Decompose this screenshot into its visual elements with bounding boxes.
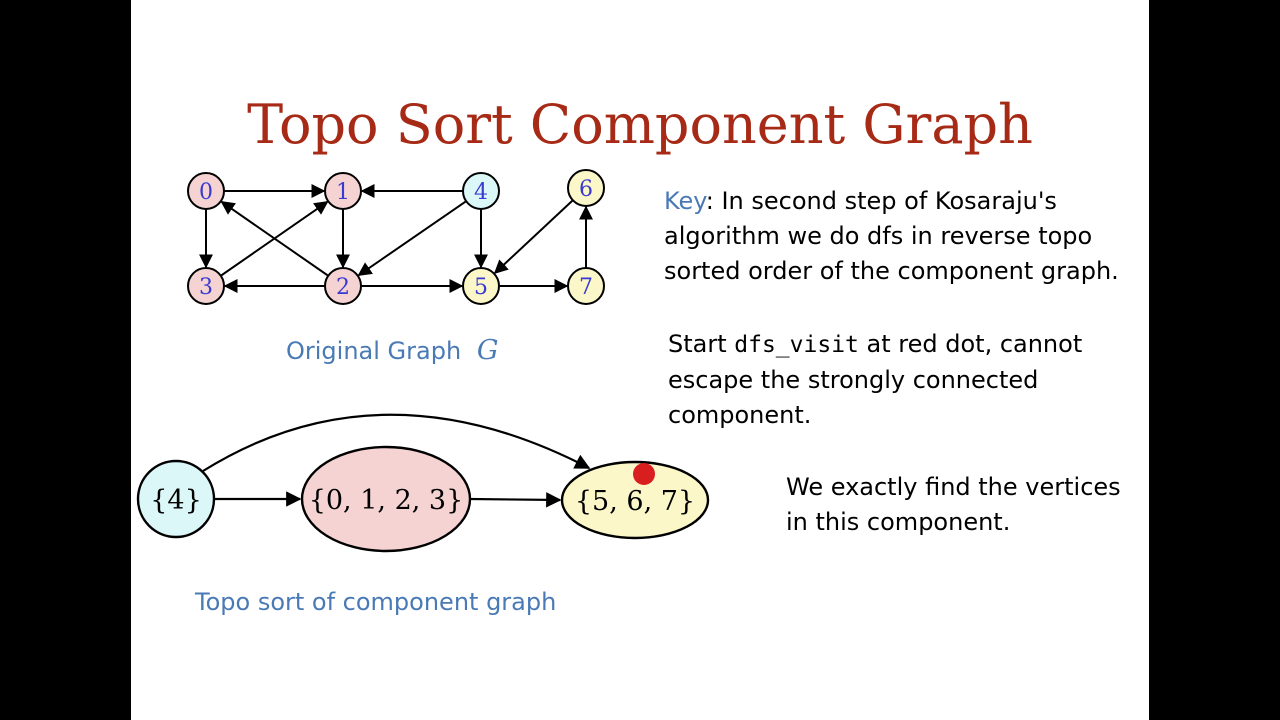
graph-node-0: 0 xyxy=(187,172,225,210)
component-graph-edges xyxy=(202,413,591,508)
key-paragraph: Key: In second step of Kosaraju's algori… xyxy=(664,184,1144,289)
dfs-text-before: Start xyxy=(668,330,735,358)
graph-node-1: 1 xyxy=(324,172,362,210)
graph-canvas: 0 1 2 3 4 5 6 7 {4} {0, 1, 2, 3} {5, 6, 7} xyxy=(136,169,710,553)
graph-node-label-5: 5 xyxy=(474,275,488,300)
original-graph-caption-text: Original Graph xyxy=(286,337,462,365)
key-label: Key xyxy=(664,187,706,215)
original-graph-edges xyxy=(199,184,593,293)
graph-node-2: 2 xyxy=(324,267,362,305)
component-label-c0123: {0, 1, 2, 3} xyxy=(309,485,464,516)
original-graph-nodes: 0 1 2 3 4 5 6 7 xyxy=(187,169,605,305)
graph-symbol: G xyxy=(476,335,499,366)
dfs-text-after: at red dot, cannot escape the strongly c… xyxy=(668,330,1083,429)
graph-node-4: 4 xyxy=(462,172,500,210)
dfs-visit-code: dfs_visit xyxy=(734,332,859,358)
slide-title: Topo Sort Component Graph xyxy=(247,93,1033,156)
component-c0123: {0, 1, 2, 3} xyxy=(300,445,472,553)
dfs-visit-paragraph: Start dfs_visit at red dot, cannot escap… xyxy=(668,327,1138,433)
graph-node-label-3: 3 xyxy=(199,275,213,300)
component-label-c567: {5, 6, 7} xyxy=(575,486,695,517)
component-c567: {5, 6, 7} xyxy=(560,460,710,540)
red-dot-marker xyxy=(633,463,655,485)
graph-node-label-2: 2 xyxy=(336,275,350,300)
graph-node-3: 3 xyxy=(187,267,225,305)
edge-3-1 xyxy=(220,201,329,277)
component-graph-nodes: {4} {0, 1, 2, 3} {5, 6, 7} xyxy=(136,445,710,553)
find-vertices-paragraph: We exactly find the vertices in this com… xyxy=(786,473,1121,536)
comp-edge-c4-c567 xyxy=(202,413,591,472)
slide: Topo Sort Component Graph 0 1 2 3 4 5 6 7 {4} {0… xyxy=(131,0,1149,720)
graph-node-label-0: 0 xyxy=(199,180,213,205)
graph-node-label-7: 7 xyxy=(579,275,593,300)
key-text: : In second step of Kosaraju's algorithm… xyxy=(664,187,1119,285)
edge-6-5 xyxy=(493,199,574,274)
component-c4: {4} xyxy=(136,459,216,539)
edge-4-2 xyxy=(357,200,467,277)
graph-node-label-1: 1 xyxy=(336,180,350,205)
topo-sort-caption: Topo sort of component graph xyxy=(195,588,557,616)
graph-node-label-4: 4 xyxy=(474,180,488,205)
graph-node-label-6: 6 xyxy=(579,177,593,202)
comp-edge-c0123-c567 xyxy=(469,492,562,508)
graph-node-5: 5 xyxy=(462,267,500,305)
graph-node-6: 6 xyxy=(567,169,605,207)
graph-node-7: 7 xyxy=(567,267,605,305)
component-label-c4: {4} xyxy=(150,485,202,516)
original-graph-caption: Original Graph G xyxy=(286,333,498,369)
